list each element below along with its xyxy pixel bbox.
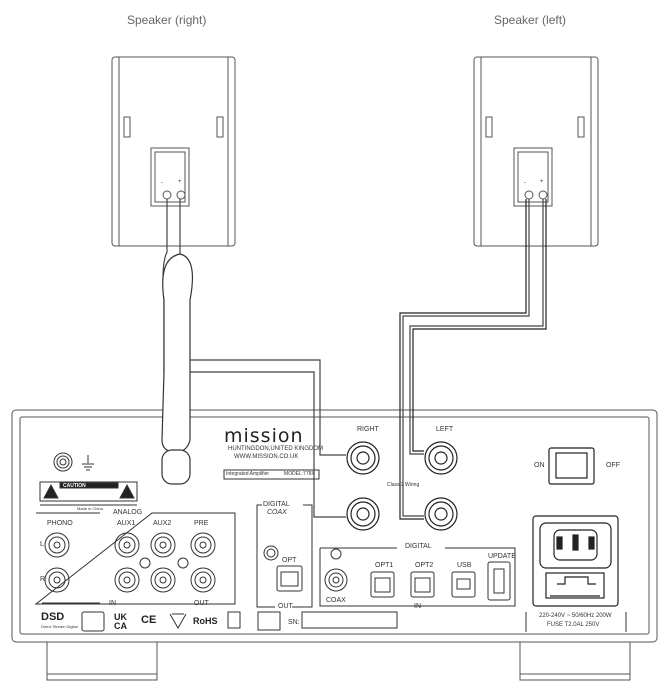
speaker-left-minus: - bbox=[524, 180, 526, 186]
brand-logo: mission bbox=[224, 425, 304, 447]
caution-label bbox=[39, 481, 138, 506]
power-inlet bbox=[532, 515, 619, 607]
digital-out-section bbox=[256, 504, 313, 608]
digital-in-update: UPDATE bbox=[488, 553, 516, 560]
analog-title: ANALOG bbox=[113, 509, 143, 516]
power-switch bbox=[548, 447, 595, 485]
digital-out-title: DIGITAL bbox=[263, 501, 290, 508]
digital-in-opt1: OPT1 bbox=[375, 562, 394, 569]
terminal-left-label: LEFT bbox=[436, 426, 454, 433]
analog-out-label: OUT bbox=[194, 600, 209, 607]
power-label-frame bbox=[525, 612, 627, 632]
analog-section bbox=[34, 512, 236, 605]
dsd-logo: DSD bbox=[41, 611, 65, 623]
speaker-left-plus: + bbox=[540, 179, 544, 185]
digital-out-opt: OPT bbox=[282, 557, 297, 564]
ground-post bbox=[53, 452, 94, 472]
speaker-left-label: Speaker (left) bbox=[494, 13, 567, 27]
digital-out-label: OUT bbox=[278, 603, 293, 610]
caution-text: CAUTION bbox=[63, 483, 86, 489]
channel-r-label: R bbox=[40, 576, 46, 583]
rohs-logo: RoHS bbox=[193, 616, 218, 626]
fuse-rating: FUSE T2.0AL 250V bbox=[547, 622, 600, 628]
digital-in-opt2: OPT2 bbox=[415, 562, 434, 569]
phono-label: PHONO bbox=[47, 520, 73, 527]
address-line2: WWW.MISSION.CO.UK bbox=[234, 454, 299, 460]
made-in-label: Made in China bbox=[77, 506, 103, 511]
amplifier-chassis bbox=[11, 409, 658, 681]
speaker-terminals bbox=[346, 441, 458, 531]
ce-logo: CE bbox=[141, 614, 157, 626]
speaker-left-cabinet bbox=[473, 56, 599, 247]
digital-in-title: DIGITAL bbox=[405, 543, 432, 550]
speaker-right-plus: + bbox=[178, 179, 182, 185]
model-number: MODEL:778X bbox=[284, 471, 315, 477]
analog-in-label: IN bbox=[109, 600, 116, 607]
speaker-right-cabinet bbox=[111, 56, 236, 247]
channel-l-label: L bbox=[40, 541, 44, 548]
ukca-top: UK bbox=[114, 612, 127, 622]
serial-number-label: SN: bbox=[288, 619, 300, 626]
digital-in-section bbox=[319, 547, 516, 607]
terminal-right-label: RIGHT bbox=[357, 426, 379, 433]
model-type: Integrated Amplifier bbox=[226, 471, 270, 477]
cable-right bbox=[161, 199, 346, 518]
digital-in-label: IN bbox=[414, 603, 421, 610]
logo-marks bbox=[81, 611, 398, 632]
digital-in-coax: COAX bbox=[326, 597, 346, 604]
brand-plate bbox=[223, 469, 320, 480]
digital-out-coax: COAX bbox=[267, 509, 287, 516]
digital-in-usb: USB bbox=[457, 562, 472, 569]
cable-left bbox=[399, 199, 547, 520]
address-line1: HUNTINGDON,UNITED KINGDOM bbox=[228, 446, 323, 452]
aux1-label: AUX1 bbox=[117, 520, 136, 527]
class2-wiring-label: Class 2 Wiring bbox=[387, 482, 420, 488]
power-off-label: OFF bbox=[606, 462, 620, 469]
dsd-sub: Direct Stream Digital bbox=[41, 624, 78, 629]
speaker-right-minus: - bbox=[161, 180, 163, 186]
ukca-bottom: CA bbox=[114, 621, 127, 631]
aux2-label: AUX2 bbox=[153, 520, 172, 527]
pre-label: PRE bbox=[194, 520, 209, 527]
power-rating: 220-240V ~ 50/60Hz 200W bbox=[539, 613, 612, 619]
speaker-right-label: Speaker (right) bbox=[127, 13, 207, 27]
power-on-label: ON bbox=[534, 462, 545, 469]
